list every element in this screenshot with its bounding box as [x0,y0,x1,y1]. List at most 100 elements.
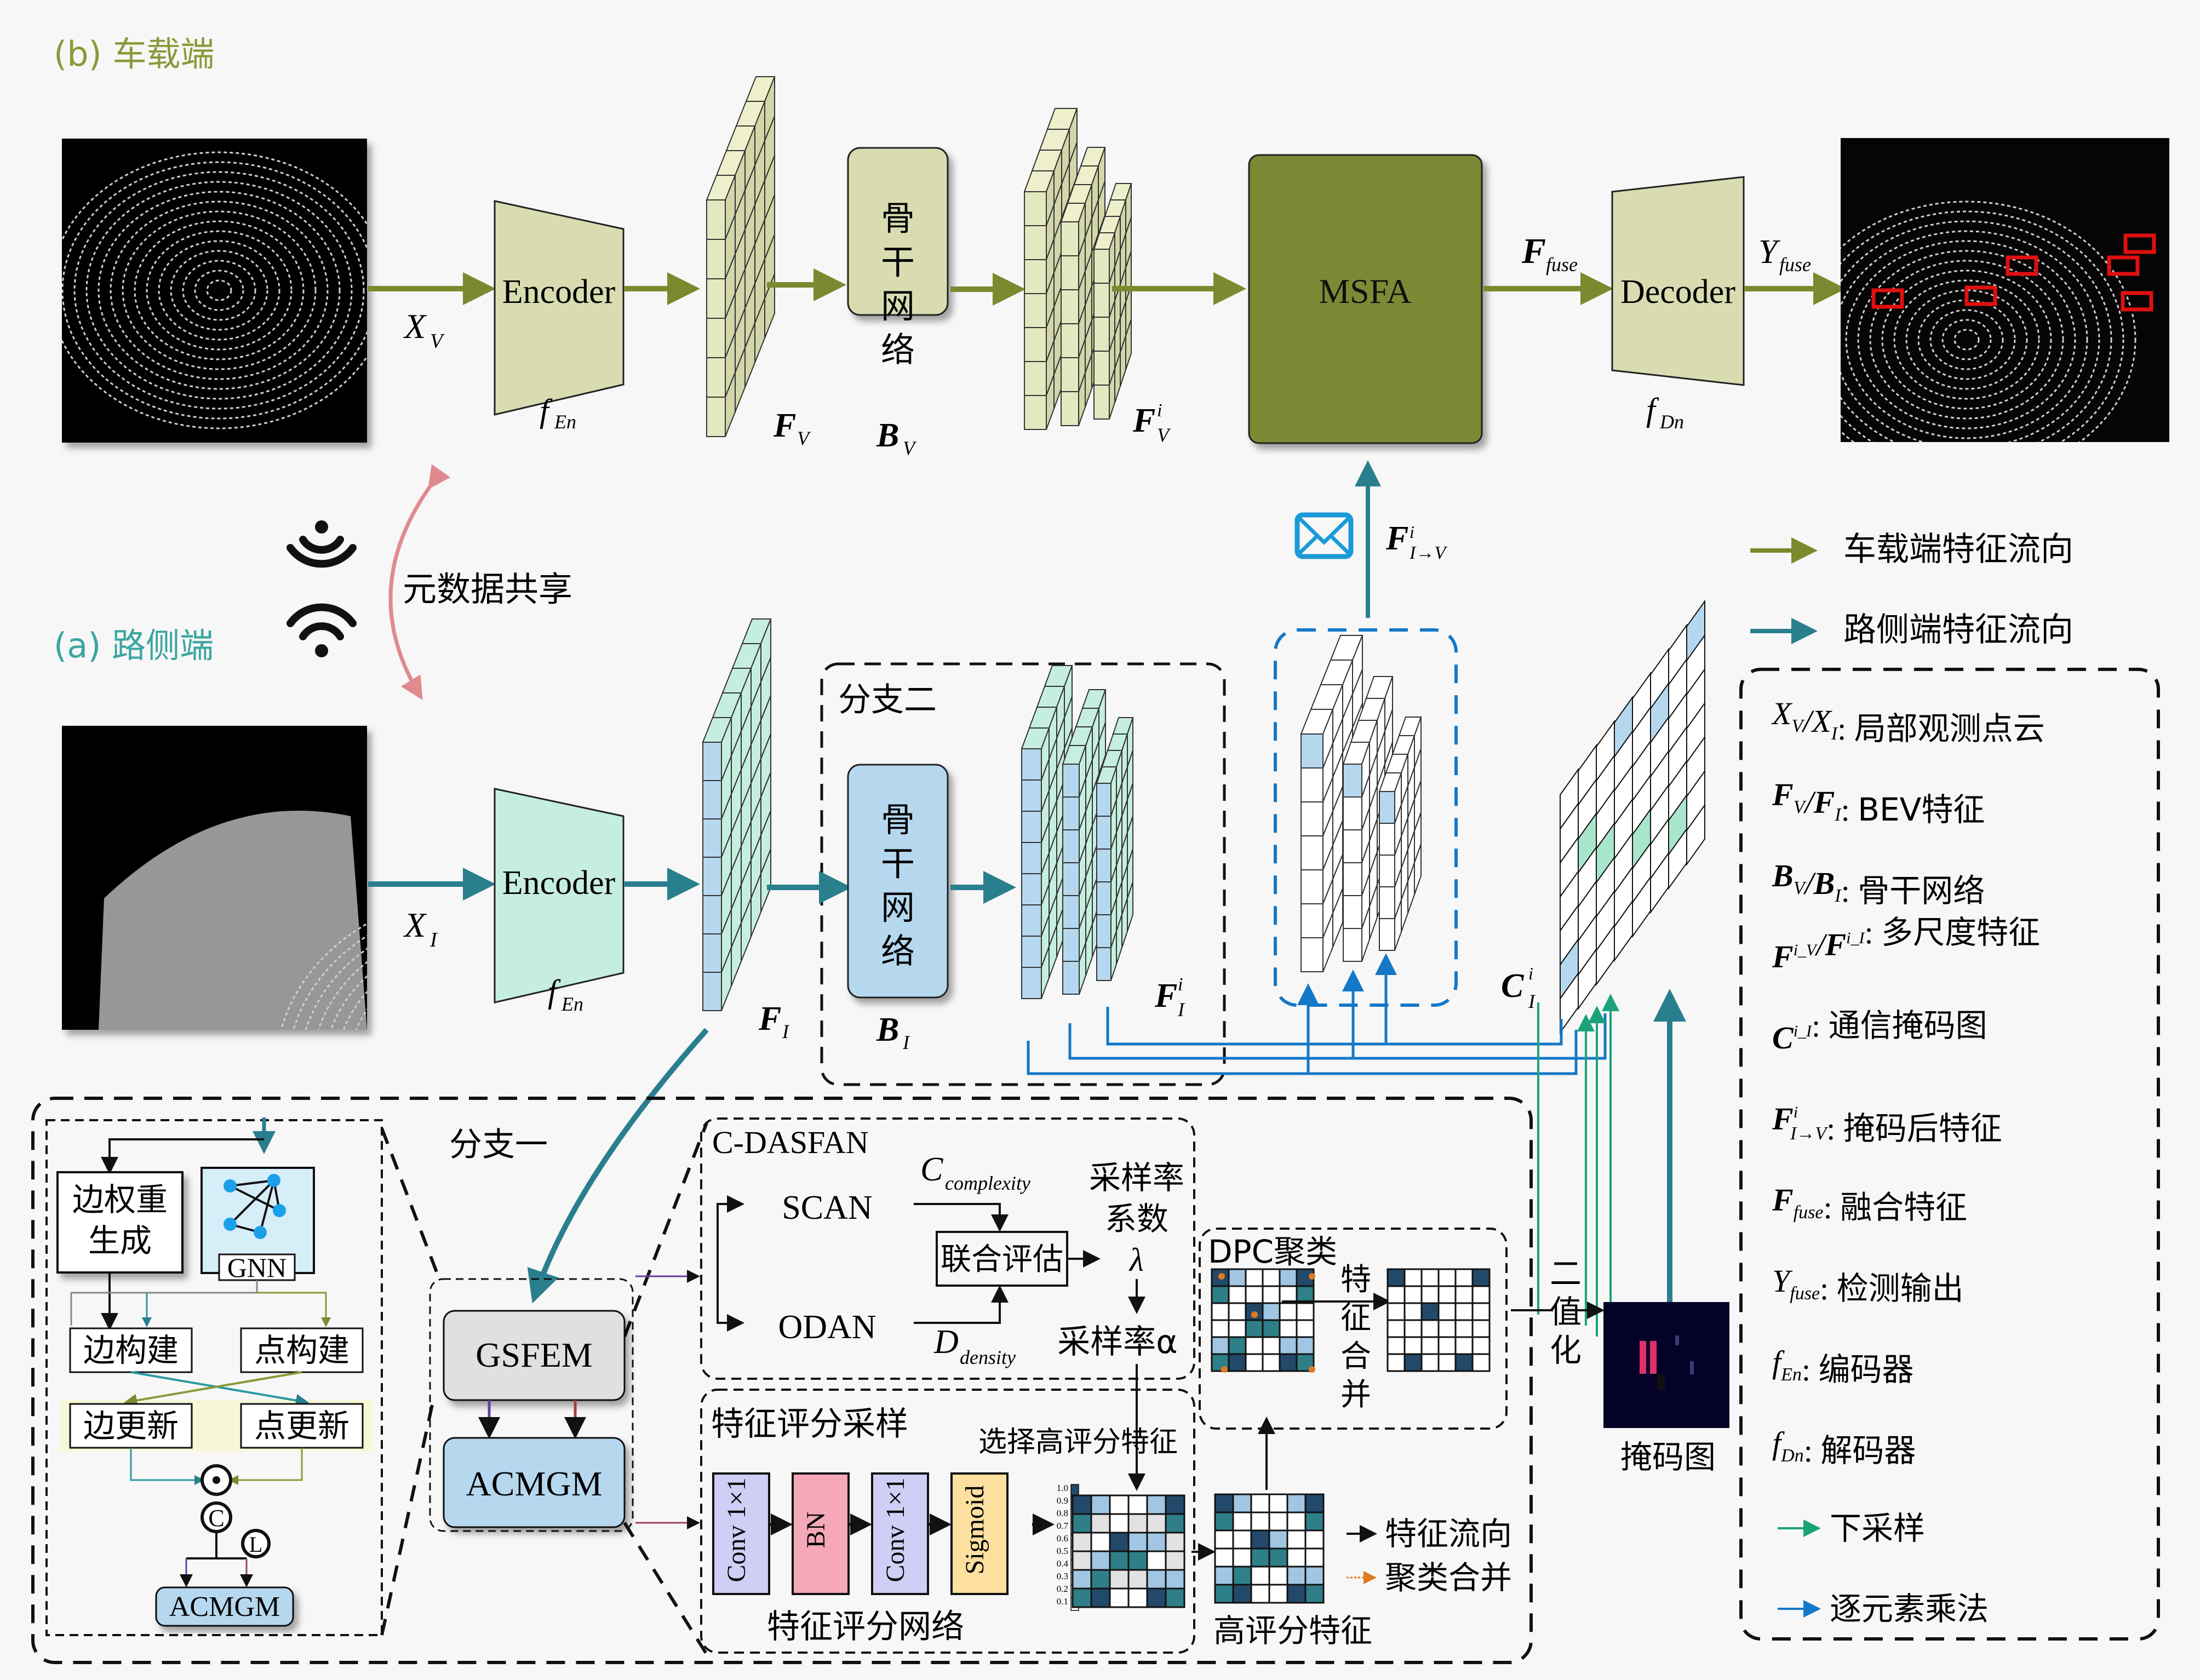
colorbar-tick-label: 0.9 [1057,1495,1068,1506]
density-symbol: D density [933,1323,1016,1368]
grid-cell [1304,1511,1325,1532]
vehicle-encoder-label: Encoder [502,273,616,311]
edge-build-label: 边构建 [83,1332,179,1369]
svg-text:Dn: Dn [1659,411,1684,433]
grid-cell [1296,1319,1315,1338]
grid-cell [1214,1493,1234,1513]
svg-text:车载端特征流向: 车载端特征流向 [1843,530,2073,569]
grid-cell [1268,1493,1288,1513]
vertical-char: 干 [881,242,915,282]
roadside-feature-to-gsfem-arrow [527,1028,709,1304]
vehicle-bev-feature-cube [706,76,776,437]
scan-to-joint-arrow [914,1203,1009,1232]
svg-text:B: B [876,417,899,454]
rate-coef-label-line2: 系数 [1105,1200,1168,1237]
vertical-char: 络 [881,330,915,370]
grid-cell [1387,1336,1406,1355]
legend-entry: BV/BI: 骨干网络 [1772,858,1985,909]
grid-cell [1109,1494,1130,1515]
roadside-bev-feature-cube [702,618,772,1011]
grid-cell [1454,1302,1474,1321]
grid-cell [1211,1285,1230,1304]
mask-cell [1614,696,1633,759]
grid-cell [1471,1302,1491,1321]
edge-build-box [69,1327,193,1373]
grid-cell [1268,1584,1288,1604]
grid-cell [1228,1268,1247,1287]
grid-cell [1109,1569,1130,1590]
legend-downsample: 下采样 [1778,1510,1925,1547]
svg-text:X: X [403,905,427,944]
zoom-lines-left [380,1127,440,1636]
grid-cell [1262,1302,1281,1321]
scoring-layer-label: Sigmoid [960,1486,989,1575]
vehicle-decoder-func: f Dn [1646,392,1684,433]
grid-cell [1387,1285,1406,1304]
roadside-backbone [847,764,949,999]
metadata-sharing-arc [388,464,451,700]
scoring-network-label: 特征评分网络 [767,1608,964,1646]
svg-text:fuse: fuse [1546,254,1578,276]
masked-feature-container [1274,628,1458,1007]
grid-cell [1387,1302,1406,1321]
grid-cell [1214,1511,1234,1532]
grid-cell [1072,1494,1092,1515]
grid-cell [1304,1566,1325,1586]
grid-cell [1090,1532,1111,1552]
grid-cell [1403,1285,1423,1304]
mask-cell [1686,599,1705,662]
node-build-box [240,1327,364,1373]
grid-cell [1304,1547,1325,1568]
grid-cell [1437,1319,1457,1338]
elementwise-connection-lines [1027,953,1607,1075]
grid-cell [1420,1285,1440,1304]
scoring-layer-label: Conv 1×1 [722,1477,751,1582]
mask-cell [1596,719,1615,783]
grid-cell [1437,1336,1457,1355]
complexity-symbol: C complexity [920,1151,1030,1194]
grid-cell [1072,1532,1092,1552]
dpc-title: DPC聚类 [1208,1233,1337,1270]
merged-feature-grid [1387,1268,1491,1372]
vertical-char: 骨 [881,800,915,840]
grid-cell [1420,1319,1440,1338]
svg-text:路侧端特征流向: 路侧端特征流向 [1843,611,2073,649]
grid-cell [1296,1302,1315,1321]
roadside-encoder [494,788,625,1004]
svg-text:F: F [1132,402,1155,439]
grid-cell [1250,1511,1270,1532]
grid-cell [1420,1336,1440,1355]
legend-entry: Ci_I: 通信掩码图 [1772,1007,1987,1056]
detection-box [2006,255,2038,276]
detection-box [1964,285,1997,306]
grid-cell [1250,1566,1270,1586]
lambda-symbol: λ [1128,1242,1144,1278]
grid-cell [1296,1336,1315,1355]
grid-cell [1279,1268,1298,1287]
edge-update-box [69,1403,193,1449]
acmgm-module [443,1437,626,1528]
vertical-char: 化 [1550,1332,1582,1369]
grid-cell [1228,1336,1247,1355]
grid-cell [1245,1268,1264,1287]
svg-text:I: I [429,928,438,951]
edge-weight-input-arrow [101,1138,264,1174]
colorbar-tick-label: 0.1 [1057,1596,1068,1607]
scoring-layer-box [792,1472,850,1595]
grid-cell [1471,1353,1491,1372]
grid-cell [1090,1569,1111,1590]
grid-cell [1403,1302,1423,1321]
edge-weight-gen-label-line2: 生成 [88,1222,152,1259]
vehicle-multiscale-symbol: F i V [1132,400,1171,446]
svg-text:F: F [1521,231,1546,271]
svg-text:En: En [554,411,576,433]
grid-cell [1387,1319,1406,1338]
grid-cell [1165,1587,1185,1608]
graph-icon [224,1174,286,1239]
svg-text:density: density [960,1346,1016,1368]
grid-cell [1454,1336,1474,1355]
grid-cell [1245,1285,1264,1304]
colorbar-tick-label: 0.7 [1057,1521,1069,1531]
